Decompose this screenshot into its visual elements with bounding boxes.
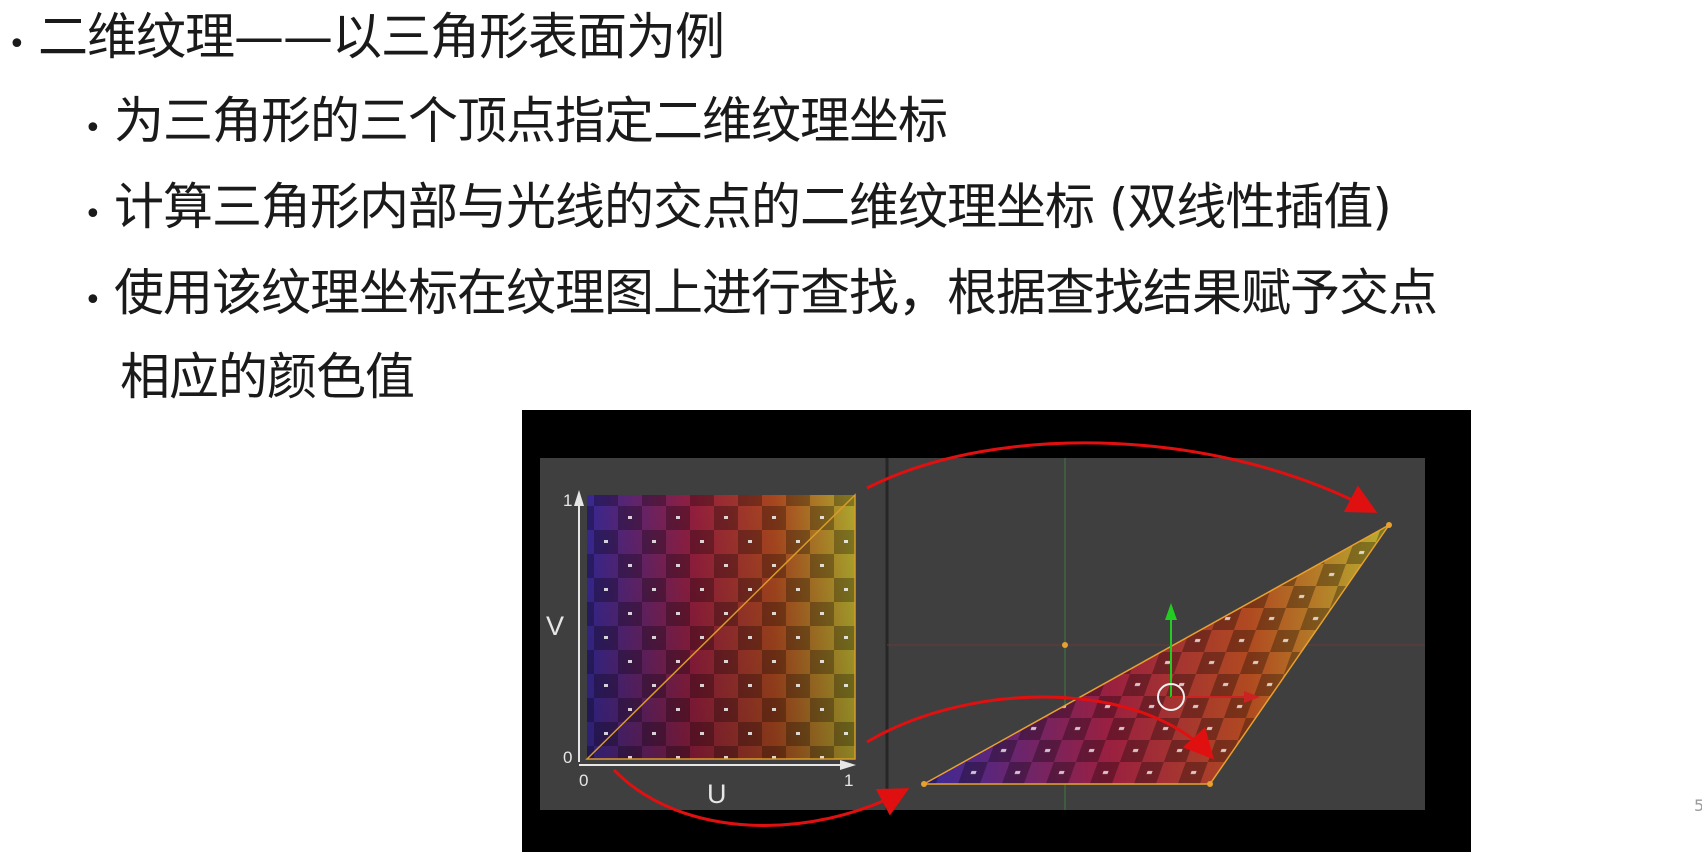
arrow-left-vertex: [612, 768, 910, 827]
mapped-triangle-outline: [921, 524, 1390, 785]
u-axis-arrow-icon: [840, 760, 856, 770]
arrow-top-vertex: [866, 441, 1378, 513]
bullet-4-continuation: 相应的颜色值: [120, 348, 415, 406]
gizmo-x-arrow-icon: [1244, 691, 1260, 703]
u-label: U: [707, 779, 727, 809]
bullet-2: • 为三角形的三个顶点指定二维纹理坐标: [84, 92, 948, 150]
gizmo-circle-icon: [1157, 683, 1185, 711]
bullet-dot: •: [84, 283, 102, 318]
bullet-4: • 使用该纹理坐标在纹理图上进行查找，根据查找结果赋予交点: [84, 264, 1438, 322]
u-tick-right: 1: [844, 771, 853, 790]
bullet-dot: •: [8, 27, 26, 62]
bullet-dot: •: [84, 197, 102, 232]
viewport-origin-dot: [1062, 642, 1068, 648]
bullet-1-text: 二维纹理——以三角形表面为例: [38, 8, 725, 66]
v-label: V: [546, 611, 564, 641]
u-tick-left: 0: [579, 771, 588, 790]
v-axis-arrow-icon: [574, 490, 584, 506]
vertex-dot: [921, 781, 927, 787]
arrow-right-vertex: [866, 695, 1215, 760]
bullet-3-text: 计算三角形内部与光线的交点的二维纹理坐标 (双线性插值): [114, 178, 1392, 236]
gizmo-y-arrow-icon: [1165, 603, 1177, 620]
v-tick-top: 1: [563, 491, 572, 510]
bullet-dot: •: [84, 111, 102, 146]
texture-mapping-figure: 1 0 V 0 1 U: [522, 410, 1471, 852]
bullet-3: • 计算三角形内部与光线的交点的二维纹理坐标 (双线性插值): [84, 178, 1392, 236]
bullet-2-text: 为三角形的三个顶点指定二维纹理坐标: [114, 92, 948, 150]
page-number: 5: [1694, 796, 1702, 815]
vertex-dot: [1207, 781, 1213, 787]
bullet-4-text: 使用该纹理坐标在纹理图上进行查找，根据查找结果赋予交点: [114, 264, 1438, 322]
vertex-dot: [1386, 522, 1392, 528]
uv-triangle-outline: [585, 493, 856, 760]
v-tick-bottom: 0: [563, 748, 572, 767]
bullet-1: • 二维纹理——以三角形表面为例: [8, 8, 725, 66]
